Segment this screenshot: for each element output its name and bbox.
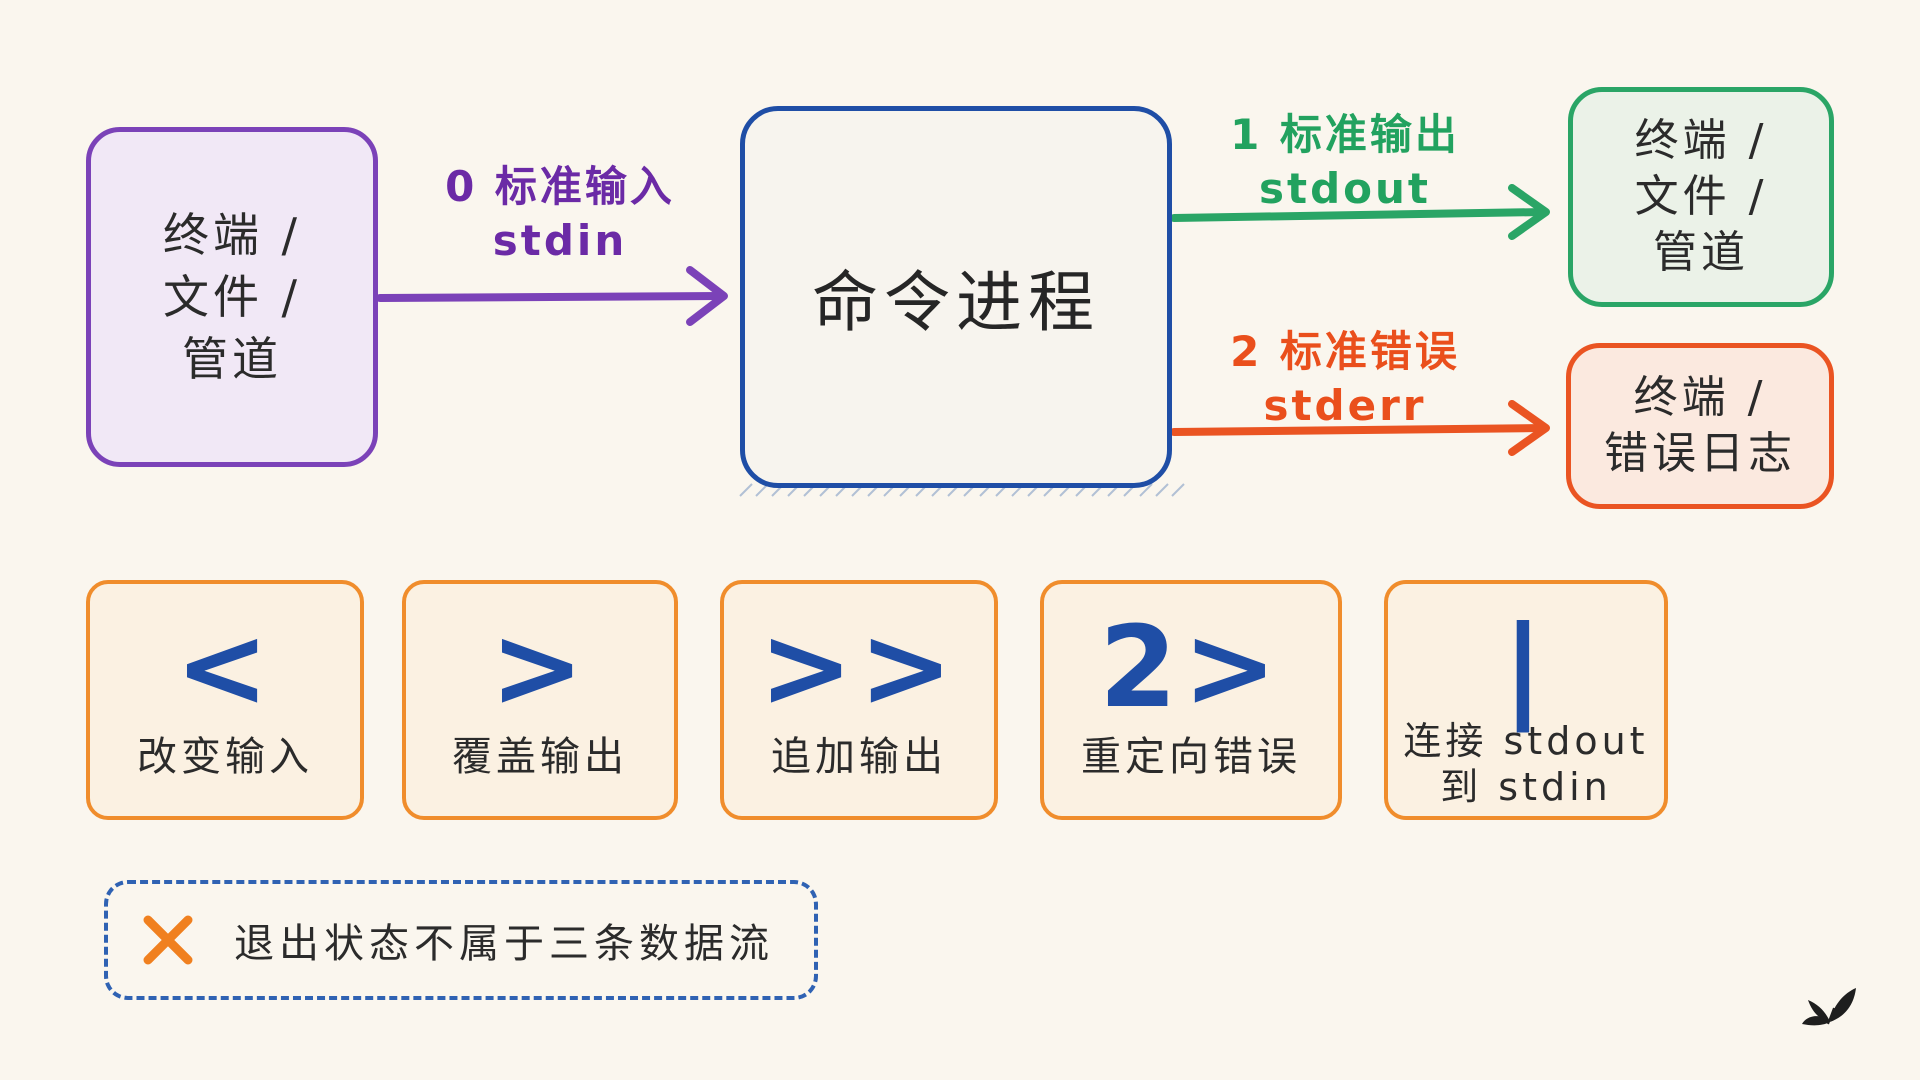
out-target-line-pipe: 管道 bbox=[1653, 227, 1749, 278]
operator-card-input: < 改变输入 bbox=[86, 580, 364, 820]
stdin-label-cn: 0 标准输入 bbox=[445, 162, 675, 211]
cross-icon bbox=[143, 915, 193, 965]
stderr-label-en: stderr bbox=[1263, 381, 1427, 430]
stdin-arrow bbox=[376, 266, 728, 326]
stdout-label: 1 标准输出 stdout bbox=[1210, 108, 1480, 216]
operator-desc: 追加输出 bbox=[771, 734, 947, 780]
out-target-line-terminal: 终端 / bbox=[1634, 115, 1768, 166]
stdin-label: 0 标准输入 stdin bbox=[430, 160, 690, 268]
operator-desc-line2: 到 stdin bbox=[1440, 765, 1612, 809]
operator-card-stderr: 2> 重定向错误 bbox=[1040, 580, 1342, 820]
process-shadow-hatch bbox=[739, 483, 1185, 497]
operator-desc: 重定向错误 bbox=[1081, 734, 1301, 780]
butterfly-logo-icon bbox=[1802, 988, 1856, 1026]
stderr-arrow bbox=[1170, 400, 1550, 456]
operator-desc: 改变输入 bbox=[137, 734, 313, 780]
stdout-label-en: stdout bbox=[1259, 164, 1431, 213]
stdin-label-en: stdin bbox=[492, 216, 628, 265]
process-title: 命令进程 bbox=[812, 264, 1100, 341]
source-line-file: 文件 / bbox=[162, 270, 302, 324]
stderr-label-cn: 2 标准错误 bbox=[1230, 327, 1460, 376]
operator-desc: 覆盖输出 bbox=[452, 734, 628, 780]
operator-card-append: >> 追加输出 bbox=[720, 580, 998, 820]
operator-symbol: | bbox=[1502, 603, 1550, 733]
operator-symbol: < bbox=[175, 603, 275, 733]
command-process-box: 命令进程 bbox=[740, 106, 1172, 488]
operator-symbol: 2> bbox=[1099, 603, 1283, 733]
operator-symbol: >> bbox=[759, 603, 959, 733]
stdout-target-box: 终端 / 文件 / 管道 bbox=[1568, 87, 1834, 307]
exit-status-note: 退出状态不属于三条数据流 bbox=[104, 880, 818, 1000]
operator-card-overwrite: > 覆盖输出 bbox=[402, 580, 678, 820]
stdout-arrow bbox=[1170, 184, 1550, 240]
input-source-box: 终端 / 文件 / 管道 bbox=[86, 127, 378, 467]
stderr-target-box: 终端 / 错误日志 bbox=[1566, 343, 1834, 509]
operator-desc-line1: 连接 stdout bbox=[1403, 719, 1649, 763]
err-target-line-terminal: 终端 / bbox=[1633, 372, 1767, 423]
stdout-label-cn: 1 标准输出 bbox=[1230, 110, 1460, 159]
stderr-label: 2 标准错误 stderr bbox=[1210, 325, 1480, 433]
out-target-line-file: 文件 / bbox=[1634, 171, 1768, 222]
operator-desc: 连接 stdout 到 stdin bbox=[1388, 718, 1664, 810]
operator-card-pipe: | 连接 stdout 到 stdin bbox=[1384, 580, 1668, 820]
err-target-line-log: 错误日志 bbox=[1604, 428, 1796, 479]
note-text: 退出状态不属于三条数据流 bbox=[234, 921, 774, 967]
source-line-terminal: 终端 / bbox=[162, 208, 302, 262]
operator-symbol: > bbox=[490, 603, 590, 733]
source-line-pipe: 管道 bbox=[182, 332, 282, 386]
